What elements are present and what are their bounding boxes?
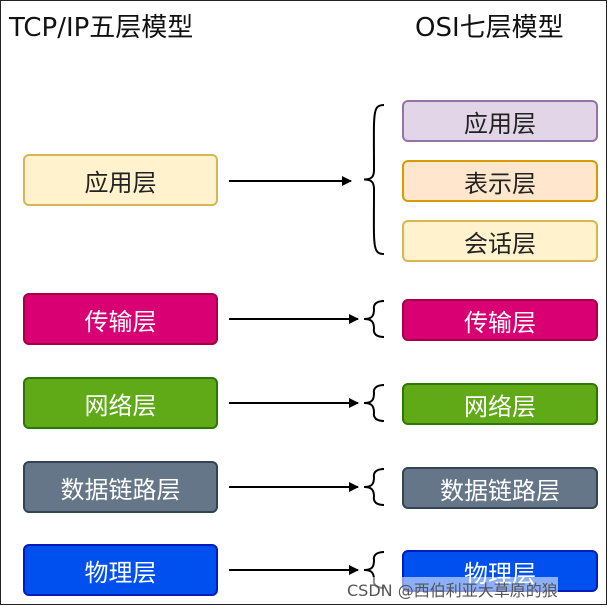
osi-presentation-layer: 表示层 <box>402 160 598 202</box>
osi-model-title: OSI七层模型 <box>415 13 564 43</box>
tcpip-data-link-layer: 数据链路层 <box>23 461 218 513</box>
osi-presentation-layer-label: 表示层 <box>464 169 536 198</box>
tcpip-application-layer: 应用层 <box>23 154 218 206</box>
osi-data-link-layer-label: 数据链路层 <box>440 476 560 505</box>
tcpip-network-layer-label: 网络层 <box>84 391 157 420</box>
brace-transport <box>363 300 385 338</box>
tcpip-network-layer: 网络层 <box>23 377 218 429</box>
tcpip-transport-layer: 传输层 <box>23 293 218 345</box>
tcpip-application-layer-label: 应用层 <box>84 168 157 197</box>
osi-session-layer-label: 会话层 <box>464 229 536 258</box>
tcpip-model-title: TCP/IP五层模型 <box>9 13 194 43</box>
osi-network-layer: 网络层 <box>402 383 598 425</box>
tcpip-physical-layer-label: 物理层 <box>84 558 157 587</box>
osi-session-layer: 会话层 <box>402 220 598 262</box>
brace-network <box>363 384 385 422</box>
osi-application-layer-label: 应用层 <box>464 109 536 138</box>
osi-data-link-layer: 数据链路层 <box>402 467 598 509</box>
tcpip-physical-layer: 物理层 <box>23 544 218 596</box>
osi-application-layer: 应用层 <box>402 100 598 142</box>
watermark-text: CSDN @西伯利亚大草原的狼 <box>347 577 558 601</box>
osi-network-layer-label: 网络层 <box>464 392 536 421</box>
brace-application-group <box>363 104 385 255</box>
brace-data-link <box>363 468 385 506</box>
osi-transport-layer: 传输层 <box>402 299 598 341</box>
osi-transport-layer-label: 传输层 <box>464 308 536 337</box>
tcpip-data-link-layer-label: 数据链路层 <box>60 475 181 504</box>
tcpip-transport-layer-label: 传输层 <box>84 307 157 336</box>
